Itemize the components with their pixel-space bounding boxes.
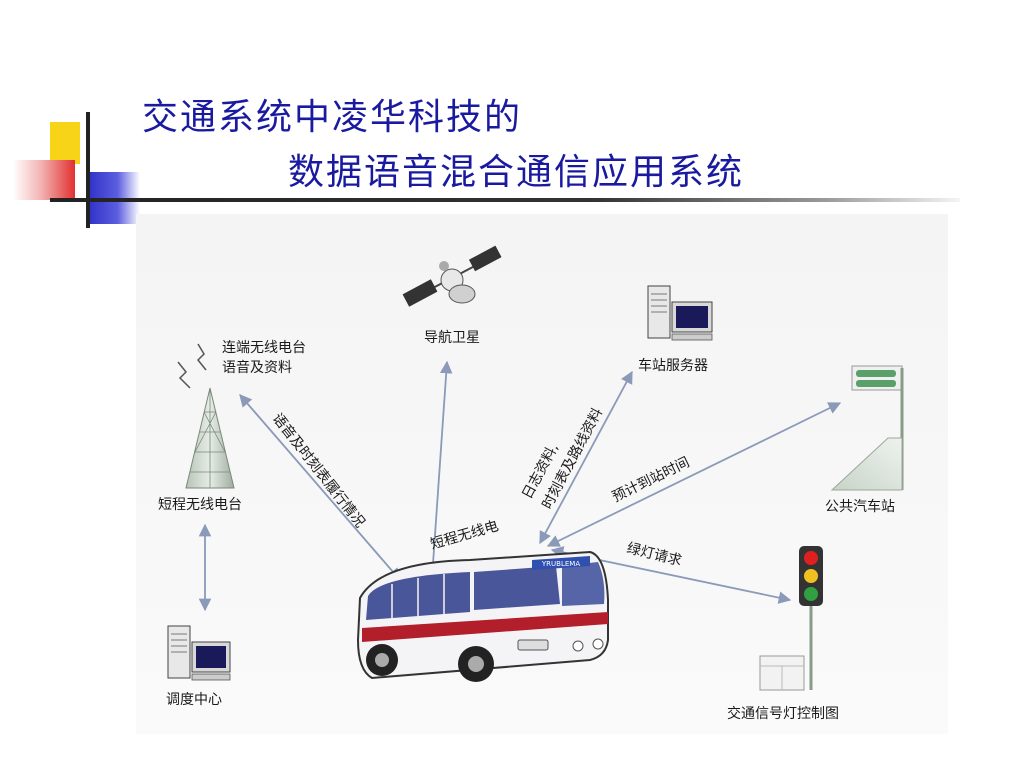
satellite-icon xyxy=(402,245,502,307)
arrow-stop-bus xyxy=(546,402,842,547)
label-radio-desc-2: 语音及资料 xyxy=(222,359,292,376)
arrow-radio-bus xyxy=(239,394,401,581)
label-traffic-signal: 交通信号灯控制图 xyxy=(727,705,839,722)
radio-tower-icon xyxy=(177,343,235,489)
traffic-light-icon xyxy=(759,546,823,691)
arrow-satellite-bus xyxy=(426,360,453,580)
label-radio-desc-1: 连端无线电台 xyxy=(222,340,306,356)
decor-red-square xyxy=(13,160,75,200)
title-underline xyxy=(50,198,960,202)
bus-destination-sign: YRUBLEMA xyxy=(541,560,580,568)
page-title-line1: 交通系统中凌华科技的 xyxy=(142,97,523,138)
dispatch-computer-icon xyxy=(167,625,231,681)
decor-vertical-line xyxy=(86,112,90,228)
label-satellite: 导航卫星 xyxy=(424,330,480,346)
label-short-radio: 短程无线电台 xyxy=(158,497,242,513)
label-dispatch: 调度中心 xyxy=(166,692,222,708)
station-server-icon xyxy=(647,285,713,341)
label-bus-stop: 公共汽车站 xyxy=(825,498,895,515)
decor-yellow-square xyxy=(50,122,80,164)
label-station-server: 车站服务器 xyxy=(638,357,708,374)
page-title-line2: 数据语音混合通信应用系统 xyxy=(288,152,745,193)
bus-stop-icon xyxy=(830,365,904,491)
bus-icon: YRUBLEMA xyxy=(356,550,609,682)
